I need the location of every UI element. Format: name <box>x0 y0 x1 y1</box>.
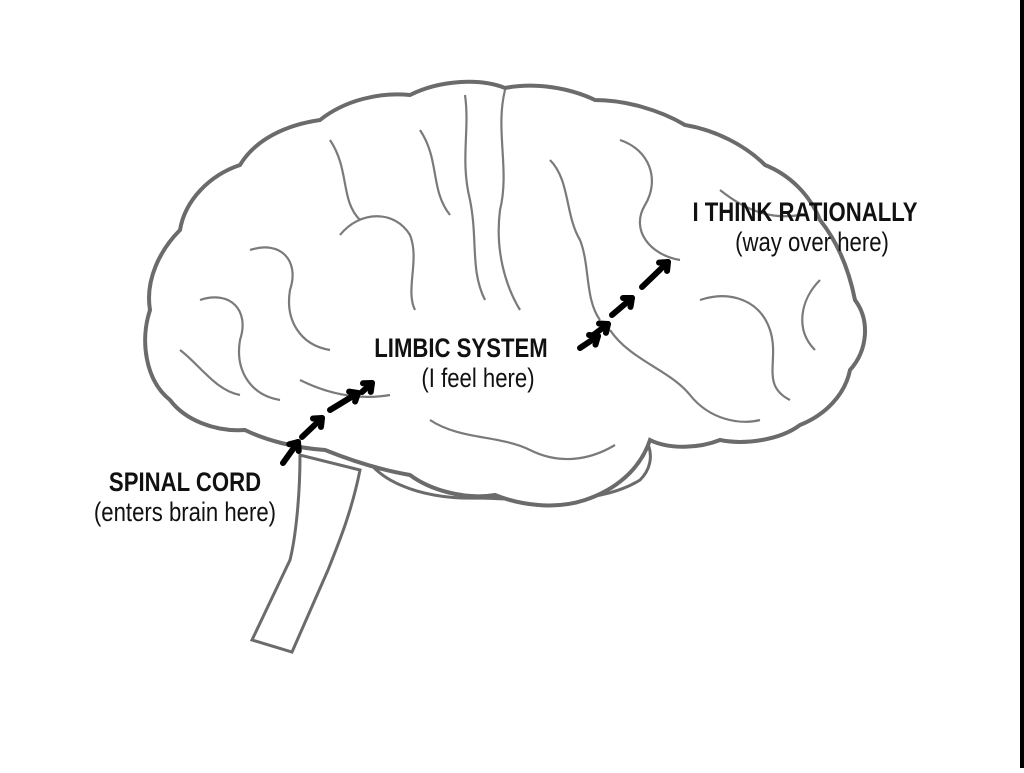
label-rational-thinking: I THINK RATIONALLY (way over here) <box>630 197 980 257</box>
gyri-lines <box>179 89 821 461</box>
flow-arrowhead-6 <box>596 320 611 336</box>
flow-arrow-3 <box>327 390 361 413</box>
flow-arrow-8 <box>639 259 671 290</box>
limbic-system-subtitle: (I feel here) <box>421 362 535 393</box>
flow-arrowhead-2 <box>310 415 325 430</box>
spinal-cord-title: SPINAL CORD <box>108 467 262 497</box>
flow-arrowhead-1 <box>286 439 302 454</box>
flow-arrowhead-7 <box>620 295 635 310</box>
right-border <box>1020 0 1024 768</box>
brainstem-shape <box>249 453 362 654</box>
rational-thinking-subtitle: (way over here) <box>735 226 889 257</box>
cerebrum-outline <box>143 79 867 508</box>
flow-arrowhead-4 <box>360 380 375 395</box>
limbic-system-title: LIMBIC SYSTEM <box>374 333 548 363</box>
flow-arrowhead-3 <box>346 388 361 405</box>
rational-thinking-title: I THINK RATIONALLY <box>692 197 918 227</box>
spinal-cord-subtitle: (enters brain here) <box>93 496 277 527</box>
flow-arrowhead-8 <box>656 259 671 274</box>
label-spinal-cord: SPINAL CORD (enters brain here) <box>20 467 350 527</box>
label-limbic-system: LIMBIC SYSTEM (I feel here) <box>316 333 606 393</box>
